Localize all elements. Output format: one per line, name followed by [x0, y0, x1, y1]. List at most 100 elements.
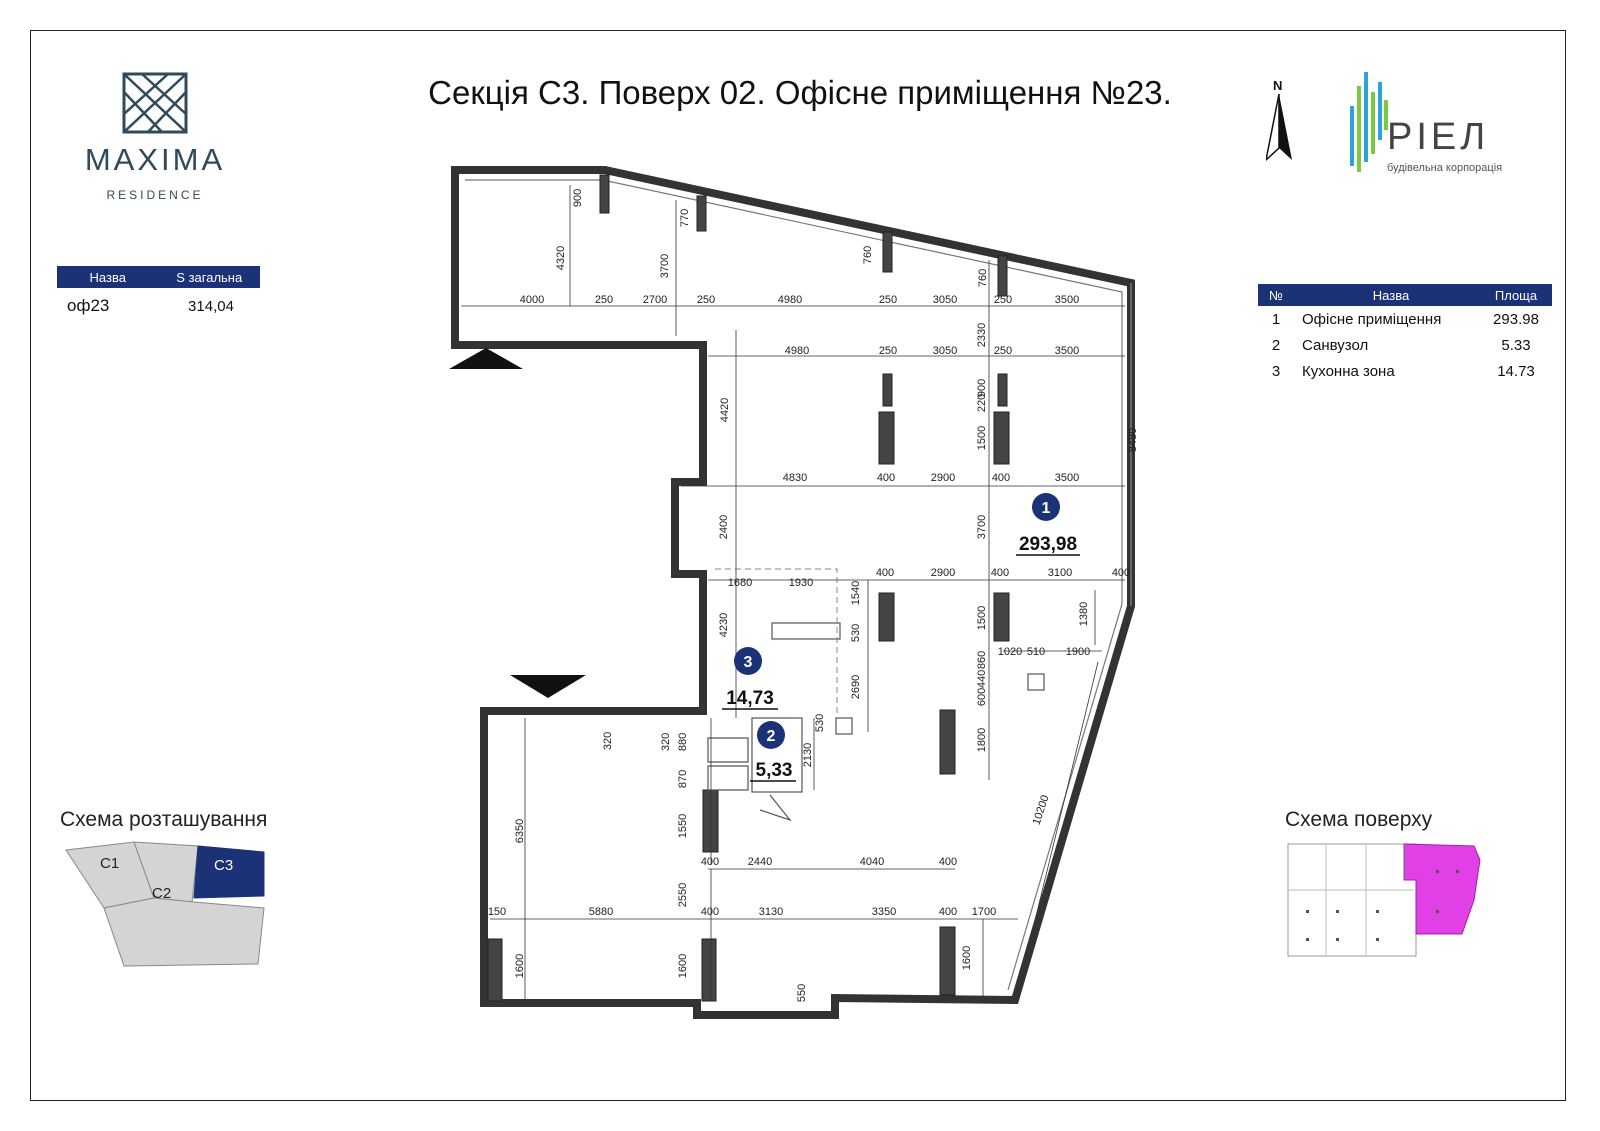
dimension-label: 400 — [939, 906, 957, 918]
dimension-label: 250 — [994, 294, 1012, 306]
dimension-label: 250 — [879, 345, 897, 357]
rooms-table-header: № Назва Площа — [1258, 284, 1552, 306]
room-badge-2: 2 5,33 — [750, 721, 796, 782]
location-scheme-map: С1 С2 С3 — [65, 841, 265, 967]
dimension-label: 770 — [679, 209, 691, 227]
dimension-label: 250 — [879, 294, 897, 306]
dimension-label: 400 — [877, 472, 895, 484]
room-num: 1 — [1271, 310, 1281, 328]
room-badge-3: 3 14,73 — [722, 647, 778, 710]
dimension-label: 3500 — [1055, 472, 1079, 484]
location-scheme-label: Схема розташування — [60, 808, 268, 831]
floor-scheme-map — [1287, 843, 1481, 957]
room-name: Кухонна зона — [1302, 362, 1395, 380]
summary-header-area: S загальна — [176, 269, 243, 285]
dimension-label: 4980 — [785, 345, 809, 357]
dimension-label: 880 — [677, 733, 689, 751]
dimension-label: 1600 — [677, 954, 689, 978]
room-area: 14.73 — [1497, 362, 1535, 380]
dimension-label: 3050 — [933, 294, 957, 306]
dimension-label: 2690 — [850, 675, 862, 699]
dimension-label: 870 — [677, 770, 689, 788]
dimension-label: 440 — [976, 670, 988, 688]
dimension-label: 3700 — [976, 515, 988, 539]
dimension-label: 1600 — [961, 946, 973, 970]
summary-cell-name: оф23 — [67, 296, 110, 315]
dimension-label: 3100 — [1048, 567, 1072, 579]
dimension-label: 320 — [602, 732, 614, 750]
dimension-label: 5880 — [589, 906, 613, 918]
dimension-label: 1020 — [998, 646, 1022, 658]
dimension-label: 530 — [814, 714, 826, 732]
dimension-label: 3350 — [872, 906, 896, 918]
dimension-label: 4980 — [778, 294, 802, 306]
room-number: 1 — [1042, 500, 1051, 517]
dimension-label: 600 — [976, 688, 988, 706]
dimension-label: 1800 — [976, 728, 988, 752]
dimension-label: 1600 — [514, 954, 526, 978]
dimension-label: 4000 — [520, 294, 544, 306]
dimension-label: 10200 — [1031, 794, 1052, 827]
table-row: 1 Офісне приміщення 293.98 — [1258, 306, 1552, 332]
dimension-label: 2900 — [931, 567, 955, 579]
section-label: С1 — [100, 855, 119, 872]
dimension-label: 900 — [976, 379, 988, 397]
room-badge-1: 1 293,98 — [1016, 493, 1080, 556]
dimension-label: 530 — [850, 624, 862, 642]
maxima-logo-text: MAXIMA — [84, 142, 226, 177]
dimension-label: 4320 — [555, 246, 567, 270]
rooms-header-name: Назва — [1372, 287, 1410, 303]
dimension-label: 2550 — [677, 883, 689, 907]
north-label: N — [1273, 78, 1283, 93]
entrance-arrow-icon — [510, 675, 586, 698]
summary-table-header: Назва S загальна — [57, 266, 260, 288]
dimension-label: 4230 — [718, 613, 730, 637]
dimension-label: 320 — [660, 733, 672, 751]
dimension-label: 1380 — [1078, 602, 1090, 626]
dimension-label: 510 — [1027, 646, 1045, 658]
dimension-label: 900 — [572, 189, 584, 207]
dimension-label: 4420 — [719, 398, 731, 422]
dimension-label: 400 — [939, 856, 957, 868]
room-area-label: 293,98 — [1019, 534, 1077, 555]
dimension-label: 3500 — [1055, 294, 1079, 306]
dimension-label: 860 — [976, 651, 988, 669]
room-num: 2 — [1271, 336, 1281, 354]
dimension-label: 550 — [796, 984, 808, 1002]
dimension-label: 1930 — [789, 577, 813, 589]
riel-logo-subtitle: будівельна корпорація — [1387, 162, 1503, 174]
entrance-arrow-icon — [449, 348, 523, 369]
table-row: оф23 314,04 — [57, 296, 260, 316]
dimension-label: 8480 — [1127, 428, 1139, 452]
room-area: 293.98 — [1493, 310, 1539, 328]
dimension-label: 1500 — [976, 426, 988, 450]
dimension-label: 3500 — [1055, 345, 1079, 357]
dimension-label: 2440 — [748, 856, 772, 868]
dimension-label: 400 — [1112, 567, 1130, 579]
dimension-label: 400 — [991, 567, 1009, 579]
maxima-logo-icon — [122, 72, 188, 134]
room-num: 3 — [1271, 362, 1281, 380]
north-arrow-icon — [1266, 94, 1292, 162]
dimension-label: 250 — [697, 294, 715, 306]
dimension-label: 400 — [876, 567, 894, 579]
dimension-label: 220 — [976, 394, 988, 412]
dimension-label: 3050 — [933, 345, 957, 357]
dimension-labels: 900 4320 770 3700 760 760 4000 250 2700 … — [488, 189, 1139, 1002]
dimension-label: 1680 — [728, 577, 752, 589]
dimension-label: 1500 — [976, 606, 988, 630]
summary-cell-area: 314,04 — [188, 298, 234, 315]
room-name: Санвузол — [1302, 336, 1369, 354]
dimension-label: 400 — [701, 856, 719, 868]
rooms-header-num: № — [1269, 287, 1283, 303]
floor-scheme-label: Схема поверху — [1285, 808, 1433, 831]
dimension-label: 2130 — [802, 743, 814, 767]
section-label: С2 — [152, 885, 171, 902]
dimension-label: 2400 — [718, 515, 730, 539]
dimension-label: 1700 — [972, 906, 996, 918]
dimension-label: 400 — [992, 472, 1010, 484]
dimension-label: 760 — [862, 246, 874, 264]
dimension-label: 1550 — [677, 814, 689, 838]
dimension-label: 4040 — [860, 856, 884, 868]
